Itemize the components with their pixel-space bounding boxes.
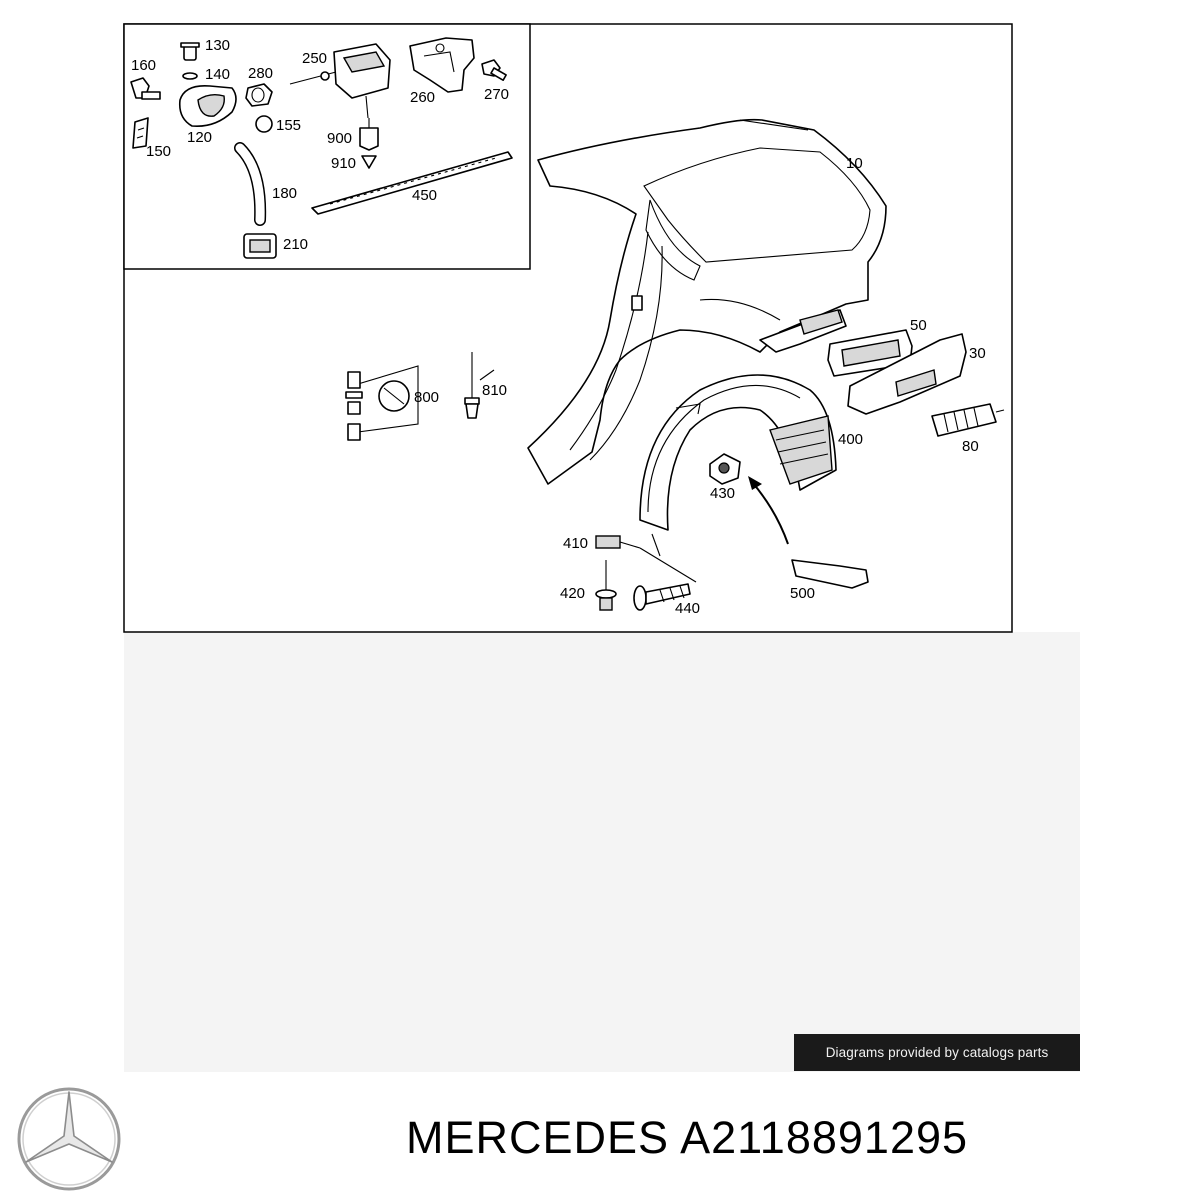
part-440 [633,583,691,611]
callout-50: 50 [910,317,927,334]
part-270 [481,59,507,81]
part-810 [464,352,495,419]
callout-500: 500 [790,585,815,602]
diagram-background-panel [124,632,1080,1072]
callout-800: 800 [414,389,439,406]
part-rear-bracket [759,309,847,353]
callout-180: 180 [272,185,297,202]
callout-210: 210 [283,236,308,253]
callout-270: 270 [484,86,509,103]
part-400 [639,374,837,531]
part-260 [409,37,475,93]
part-410 [595,533,697,583]
install-arrow-head [748,476,762,490]
credit-banner: Diagrams provided by catalogs parts [794,1034,1080,1071]
callout-810: 810 [482,382,507,399]
callout-150: 150 [146,143,171,160]
part-250 [289,43,391,119]
part-910 [361,155,377,169]
part-210 [243,233,277,259]
part-430 [709,453,741,485]
part-140 [182,72,198,80]
part-80 [931,403,1005,437]
part-130 [180,42,200,61]
part-450 [311,151,513,215]
mercedes-star-logo-icon [17,1087,121,1191]
callout-120: 120 [187,129,212,146]
callout-160: 160 [131,57,156,74]
callout-140: 140 [205,66,230,83]
callout-130: 130 [205,37,230,54]
part-160 [130,77,161,100]
callout-30: 30 [969,345,986,362]
callout-400: 400 [838,431,863,448]
part-number: A2118891295 [680,1112,969,1163]
callout-155: 155 [276,117,301,134]
part-500 [791,559,869,589]
callout-910: 910 [331,155,356,172]
credit-text: Diagrams provided by catalogs parts [825,1045,1049,1060]
callout-420: 420 [560,585,585,602]
callout-10: 10 [846,155,863,172]
callout-80: 80 [962,438,979,455]
part-180 [234,142,267,226]
part-30 [847,333,967,415]
callout-280: 280 [248,65,273,82]
part-155 [255,115,273,133]
part-120 [178,84,237,128]
part-900 [359,118,379,151]
callout-900: 900 [327,130,352,147]
callout-260: 260 [410,89,435,106]
callout-450: 450 [412,187,437,204]
callout-430: 430 [710,485,735,502]
part-150 [132,117,149,149]
product-title: MERCEDES A2118891295 [406,1112,968,1164]
callout-440: 440 [675,600,700,617]
part-800 [345,365,419,441]
brand-name: MERCEDES [406,1112,670,1163]
part-10-side-panel [527,118,887,485]
callout-410: 410 [563,535,588,552]
part-420 [595,560,617,611]
part-280 [245,83,273,107]
callout-250: 250 [302,50,327,67]
